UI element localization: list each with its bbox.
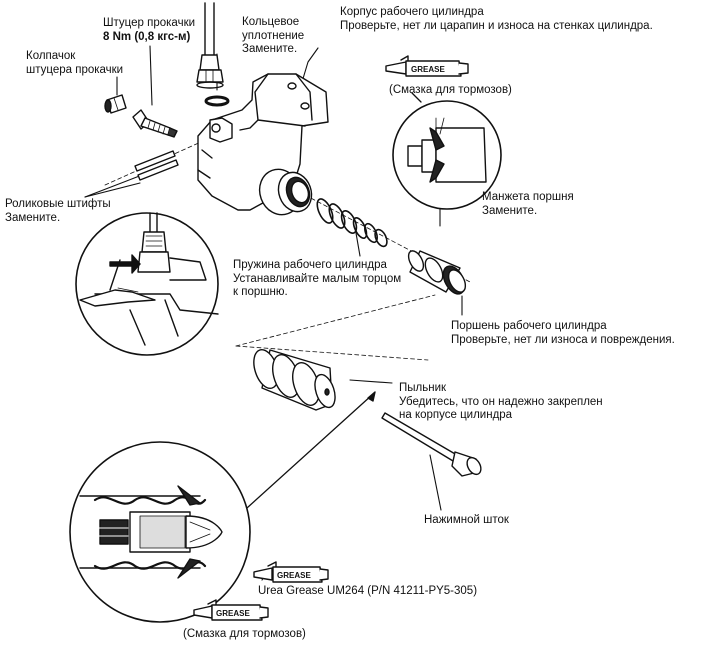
label-o-ring-line2: уплотнение	[242, 29, 305, 42]
grease-tube-bottom-2	[193, 599, 269, 621]
label-grease-top: (Смазка для тормозов)	[389, 84, 512, 96]
grease-tube-bottom-2-text: GREASE	[216, 609, 250, 618]
label-piston-seal-line2: Замените.	[482, 204, 538, 217]
label-push-rod: Нажимной шток	[424, 514, 509, 526]
label-boot-line1: Пыльник	[399, 382, 447, 394]
label-o-ring: Кольцевое уплотнение Замените.	[242, 16, 304, 57]
label-bleeder-cap-line2: штуцера прокачки	[26, 63, 124, 76]
grease-tube-top	[385, 55, 469, 77]
label-spring-line3: к поршню.	[233, 286, 288, 298]
boot	[253, 348, 336, 411]
cylinder-body	[197, 73, 329, 216]
bleeder-screw	[132, 109, 178, 138]
callout-arrows	[236, 92, 422, 518]
label-piston-seal-line1: Манжета поршня	[482, 191, 574, 203]
label-roll-pins-line1: Роликовые штифты	[5, 198, 111, 210]
label-grease-bottom: (Смазка для тормозов)	[183, 628, 306, 640]
grease-tube-bottom-1	[253, 561, 329, 583]
label-o-ring-line3: Замените.	[242, 43, 298, 55]
grease-tube-top-text: GREASE	[411, 65, 445, 74]
seal-detail-circle	[392, 100, 502, 210]
push-rod	[381, 412, 482, 477]
label-boot-line3: на корпусе цилиндра	[399, 409, 513, 421]
label-piston-line1: Поршень рабочего цилиндра	[451, 320, 607, 332]
label-urea-grease: Urea Grease UM264 (P/N 41211-PY5-305)	[258, 585, 478, 597]
label-piston: Поршень рабочего цилиндра Проверьте, нет…	[451, 320, 675, 347]
label-o-ring-line1: Кольцевое	[242, 16, 300, 28]
label-spring-line2: Устанавливайте малым торцом	[233, 272, 402, 285]
bleeder-detail-circle	[75, 212, 219, 356]
label-roll-pins: Роликовые штифты Замените.	[5, 198, 111, 225]
roll-pins	[134, 150, 179, 181]
label-bleeder-screw-title: Штуцер прокачки	[103, 17, 196, 29]
label-bleeder-screw-torque: 8 Nm (0,8 кгс-м)	[103, 30, 191, 43]
label-piston-seal: Манжета поршня Замените.	[482, 191, 574, 218]
label-roll-pins-line2: Замените.	[5, 211, 61, 224]
label-boot-line2: Убедитесь, что он надежно закреплен	[399, 395, 603, 408]
label-cylinder-body-line2: Проверьте, нет ли царапин и износа на ст…	[340, 19, 653, 32]
boot-detail-circle	[69, 441, 251, 623]
label-cylinder-body: Корпус рабочего цилиндра Проверьте, нет …	[340, 6, 653, 33]
label-bleeder-screw: Штуцер прокачки 8 Nm (0,8 кгс-м)	[103, 17, 195, 44]
label-bleeder-cap: Колпачок штуцера прокачки	[26, 50, 123, 77]
label-bleeder-cap-line1: Колпачок	[26, 50, 76, 62]
pipe-fitting	[196, 2, 224, 89]
piston	[407, 250, 467, 295]
label-piston-line2: Проверьте, нет ли износа и повреждения.	[451, 333, 675, 346]
spring	[316, 198, 388, 248]
o-ring	[204, 95, 230, 107]
label-boot: Пыльник Убедитесь, что он надежно закреп…	[399, 382, 603, 423]
bleeder-cap	[104, 94, 127, 114]
label-spring-line1: Пружина рабочего цилиндра	[233, 259, 387, 271]
grease-tube-bottom-1-text: GREASE	[277, 571, 311, 580]
label-cylinder-body-line1: Корпус рабочего цилиндра	[340, 6, 484, 18]
label-spring: Пружина рабочего цилиндра Устанавливайте…	[233, 259, 401, 300]
